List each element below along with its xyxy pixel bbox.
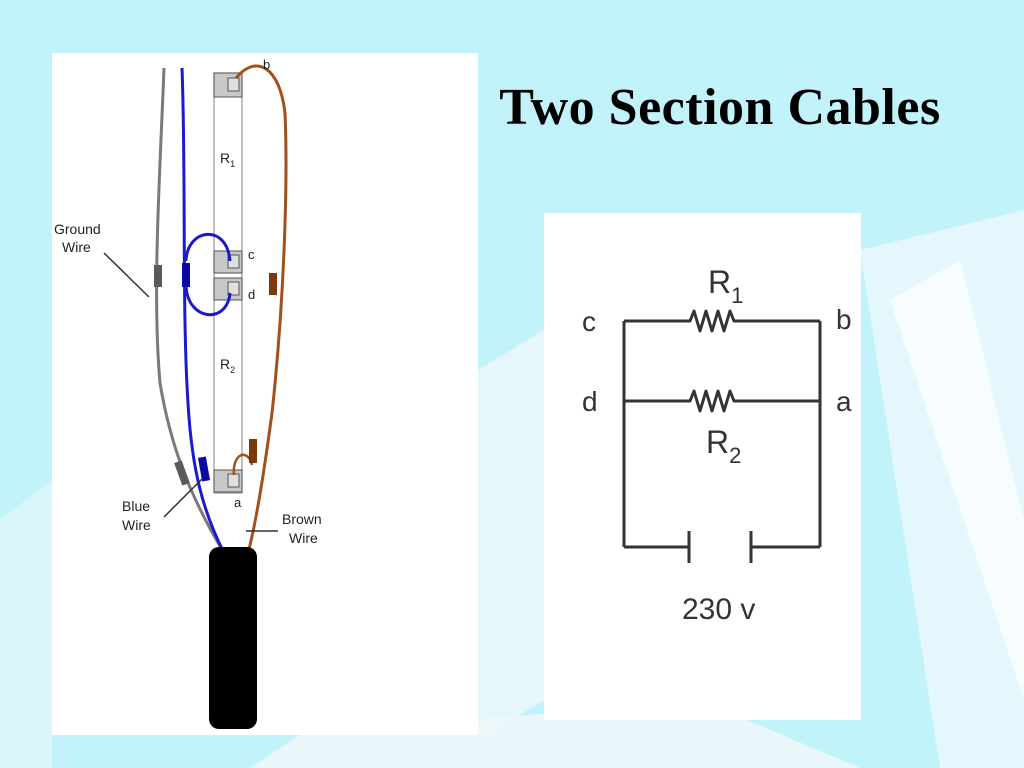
circuit-diagram-panel: c b d a R1 R2 230 v bbox=[544, 213, 861, 720]
label-blue-wire-line2: Wire bbox=[122, 517, 151, 533]
label-terminal-b: b bbox=[263, 57, 270, 72]
cable-diagram: b c d a R1 R2 Ground Wire Blue Wire Brow… bbox=[54, 57, 322, 729]
r1-branch bbox=[624, 309, 820, 333]
ground-wire-leader bbox=[103, 252, 150, 298]
brown-wire-sleeve-lower bbox=[249, 439, 257, 463]
brown-wire-sleeve-upper bbox=[269, 273, 277, 295]
node-d-label: d bbox=[582, 386, 598, 417]
r2-label: R2 bbox=[706, 424, 741, 468]
terminal-d bbox=[213, 277, 243, 301]
r1-label: R1 bbox=[708, 264, 743, 308]
node-a-label: a bbox=[836, 386, 852, 417]
label-ground-wire-line2: Wire bbox=[62, 239, 91, 255]
supply-voltage-label: 230 v bbox=[682, 593, 755, 626]
label-ground-wire-line1: Ground bbox=[54, 221, 101, 237]
blue-wire-sleeve-upper bbox=[182, 263, 190, 287]
label-r2: R2 bbox=[220, 356, 235, 375]
ground-wire-sleeve-upper bbox=[154, 265, 162, 287]
slide-title: Two Section Cables bbox=[499, 79, 941, 136]
cable-diagram-panel: b c d a R1 R2 Ground Wire Blue Wire Brow… bbox=[52, 53, 478, 735]
blue-wire-leader bbox=[163, 478, 203, 518]
ground-wire bbox=[155, 67, 226, 554]
label-r1: R1 bbox=[220, 150, 235, 169]
label-terminal-a: a bbox=[234, 495, 242, 510]
circuit-diagram: c b d a R1 R2 230 v bbox=[582, 264, 852, 626]
blue-loop-c bbox=[184, 232, 232, 262]
node-b-label: b bbox=[836, 304, 852, 335]
label-blue-wire-line1: Blue bbox=[122, 498, 150, 514]
label-brown-wire-line1: Brown bbox=[282, 511, 322, 527]
label-brown-wire-line2: Wire bbox=[289, 530, 318, 546]
blue-loop-d bbox=[184, 284, 232, 317]
brown-wire bbox=[234, 64, 288, 554]
terminal-a bbox=[213, 469, 243, 493]
label-terminal-c: c bbox=[248, 247, 255, 262]
label-terminal-d: d bbox=[248, 287, 255, 302]
blue-wire-sleeve-lower bbox=[197, 456, 211, 482]
node-c-label: c bbox=[582, 306, 596, 337]
blue-wire bbox=[180, 67, 226, 554]
ground-wire-sleeve-lower bbox=[174, 460, 190, 486]
r2-branch bbox=[624, 389, 820, 413]
cable-jacket bbox=[209, 547, 257, 729]
